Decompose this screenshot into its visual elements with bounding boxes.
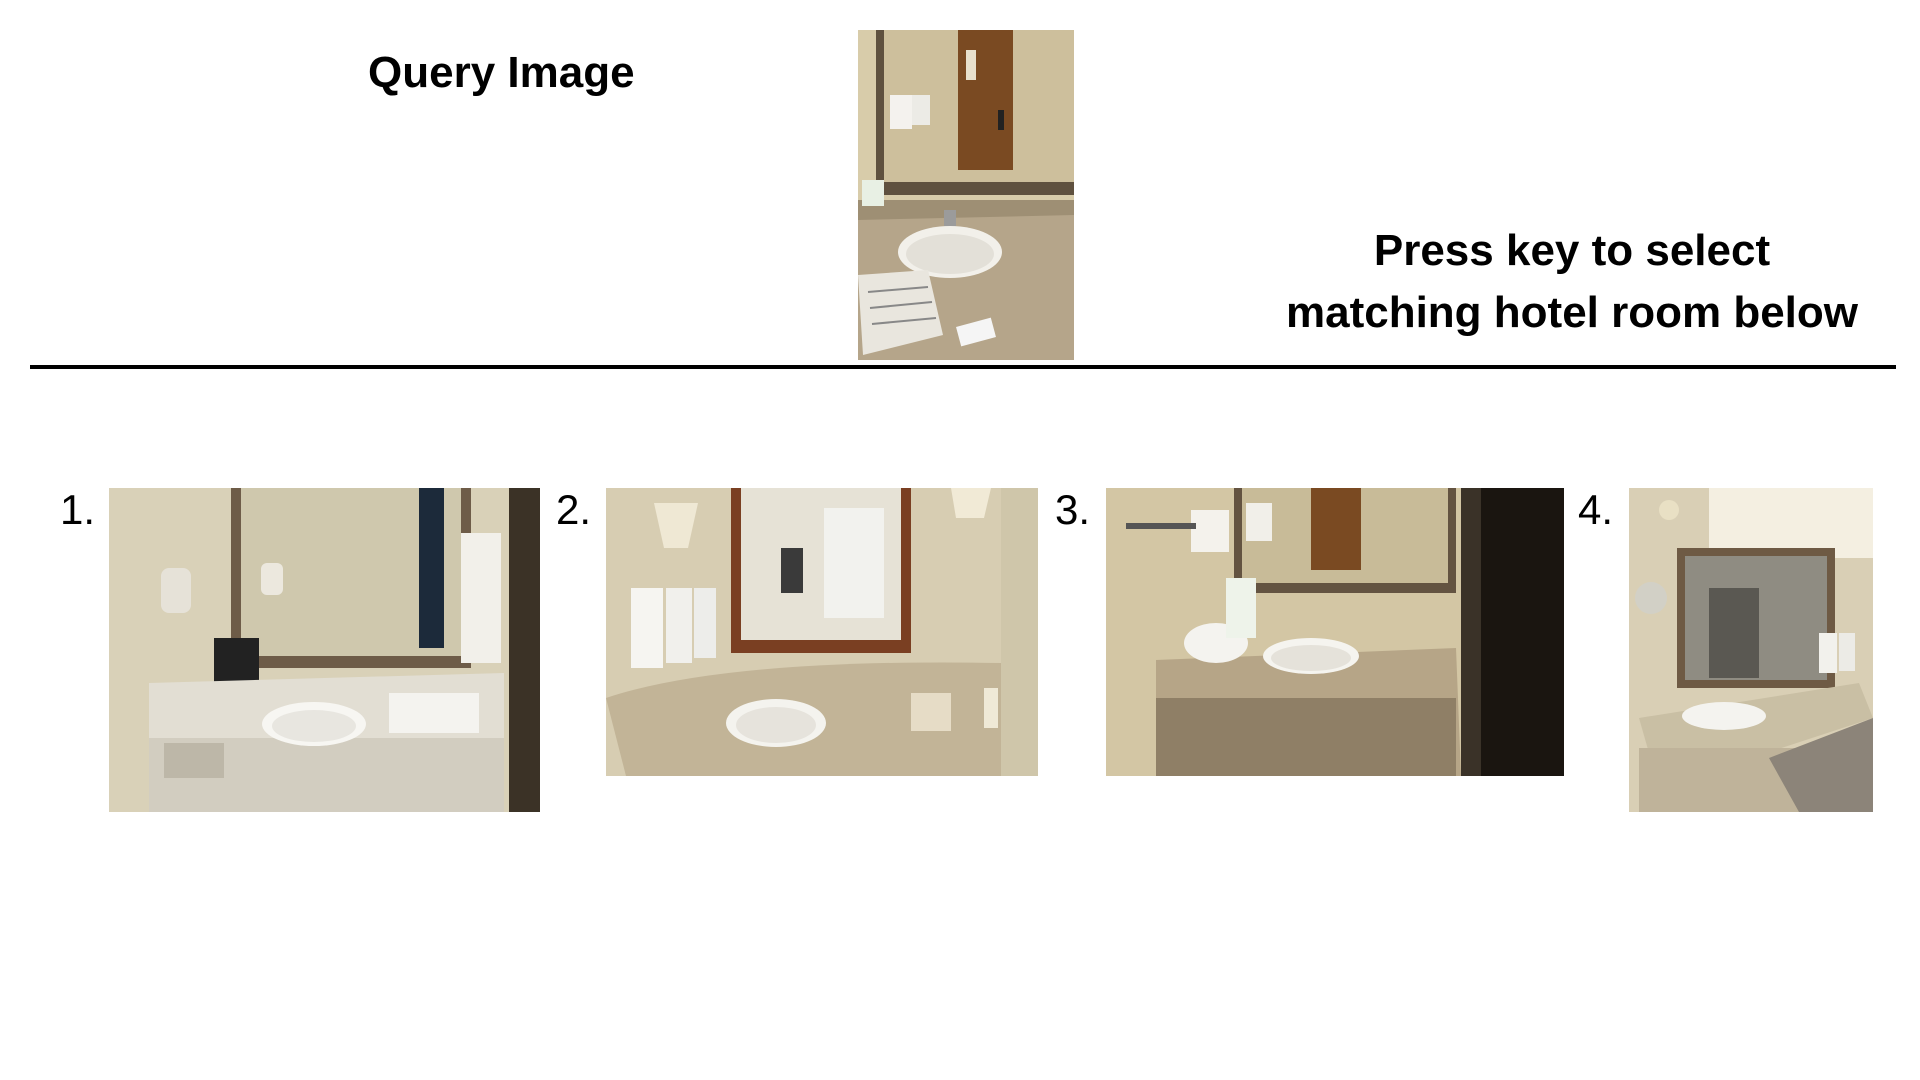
query-image-title: Query Image <box>368 48 635 97</box>
option-4-label: 4. <box>1578 486 1614 533</box>
option-1-label: 1. <box>60 486 96 533</box>
instruction-line-1: Press key to select <box>1373 226 1771 275</box>
option-3-label: 3. <box>1055 486 1091 533</box>
header-divider <box>30 365 1896 369</box>
instruction-text: Press key to select matching hotel room … <box>1262 220 1882 344</box>
option-2-image[interactable] <box>606 488 1038 776</box>
option-4-image[interactable] <box>1629 488 1873 812</box>
option-2-label: 2. <box>556 486 592 533</box>
option-3-image[interactable] <box>1106 488 1564 776</box>
query-image <box>858 30 1074 360</box>
option-1-image[interactable] <box>109 488 540 812</box>
instruction-line-2: matching hotel room below <box>1285 288 1859 337</box>
